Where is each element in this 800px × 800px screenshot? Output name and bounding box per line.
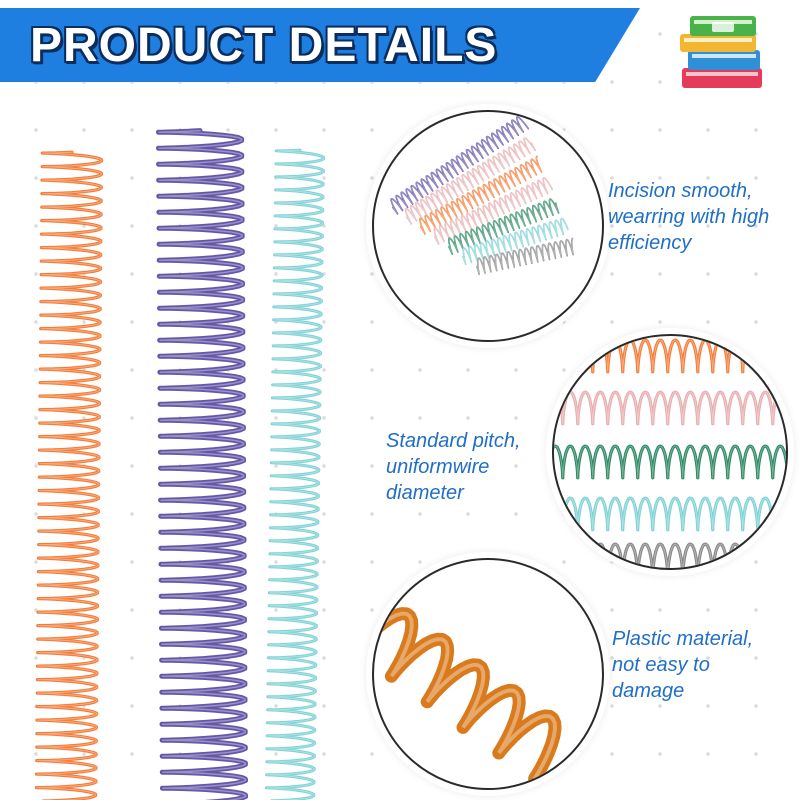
title-banner: PRODUCT DETAILS (0, 8, 640, 82)
diagonal-coil (419, 155, 543, 235)
feature-text-standard-pitch: Standard pitch, uniformwire diameter (386, 430, 521, 504)
binding-coil-springs (34, 128, 326, 800)
horizontal-coil (554, 542, 786, 568)
feature-text-plastic-material: Plastic material, not easy to damage (612, 628, 754, 702)
detail-circle-single-coil (372, 558, 604, 790)
horizontal-coil (554, 444, 786, 480)
purple-coil (156, 128, 249, 800)
feature-text-smooth-incision: Incision smooth, wearring with high effi… (608, 180, 770, 254)
diagonal-coil (462, 217, 569, 265)
orange-coil (34, 150, 104, 800)
horizontal-coil (554, 496, 786, 532)
diagonal-coil (390, 116, 530, 215)
stack-of-books-icon (680, 16, 762, 88)
horizontal-coil (554, 390, 786, 426)
horizontal-coil (554, 338, 786, 374)
teal-coil (264, 148, 326, 800)
diagonal-coil (433, 177, 553, 245)
page-title: PRODUCT DETAILS (30, 19, 498, 72)
diagonal-coil (404, 137, 536, 225)
detail-circle-coils-close-up (552, 334, 788, 570)
macro-coil (374, 607, 562, 786)
diagonal-coil (476, 237, 574, 275)
detail-circle-coils-diagonal (372, 110, 604, 342)
